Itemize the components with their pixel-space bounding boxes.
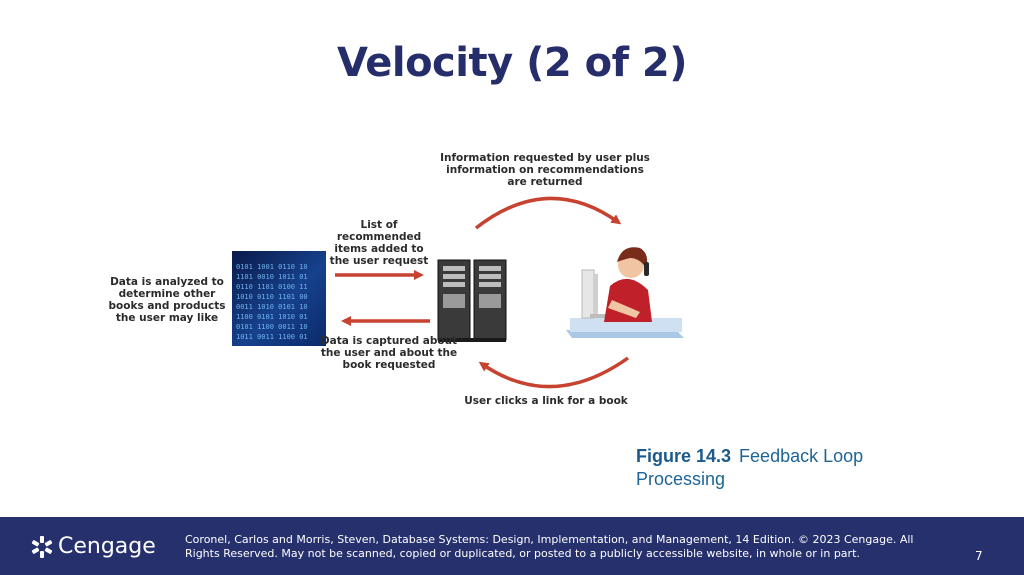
label-captured: Data is captured about the user and abou… (320, 335, 458, 371)
label-returned: Information requested by user plus infor… (440, 152, 650, 188)
user-at-computer-icon (566, 247, 684, 338)
server-icon (437, 259, 507, 342)
figure-title: Feedback Loop Processing (636, 446, 864, 489)
label-clicks: User clicks a link for a book (464, 395, 628, 407)
cengage-logo-icon (31, 536, 53, 558)
page-number: 7 (975, 549, 983, 563)
arrow-user-click (478, 356, 630, 389)
binary-data-icon: 0101 1001 0110 10 1101 0010 1011 01 0110… (232, 251, 326, 346)
footer: Cengage Coronel, Carlos and Morris, Stev… (0, 517, 1024, 575)
copyright-notice: Coronel, Carlos and Morris, Steven, Data… (185, 533, 914, 560)
brand-name: Cengage (58, 534, 156, 559)
label-analyzed: Data is analyzed to determine other book… (108, 276, 226, 324)
slide-title: Velocity (2 of 2) (336, 40, 688, 86)
arrow-return-to-user (474, 196, 622, 230)
cengage-logo: Cengage (30, 533, 170, 561)
label-recommended: List of recommended items added to the u… (329, 219, 429, 267)
figure-number: Figure 14.3 (636, 446, 732, 466)
